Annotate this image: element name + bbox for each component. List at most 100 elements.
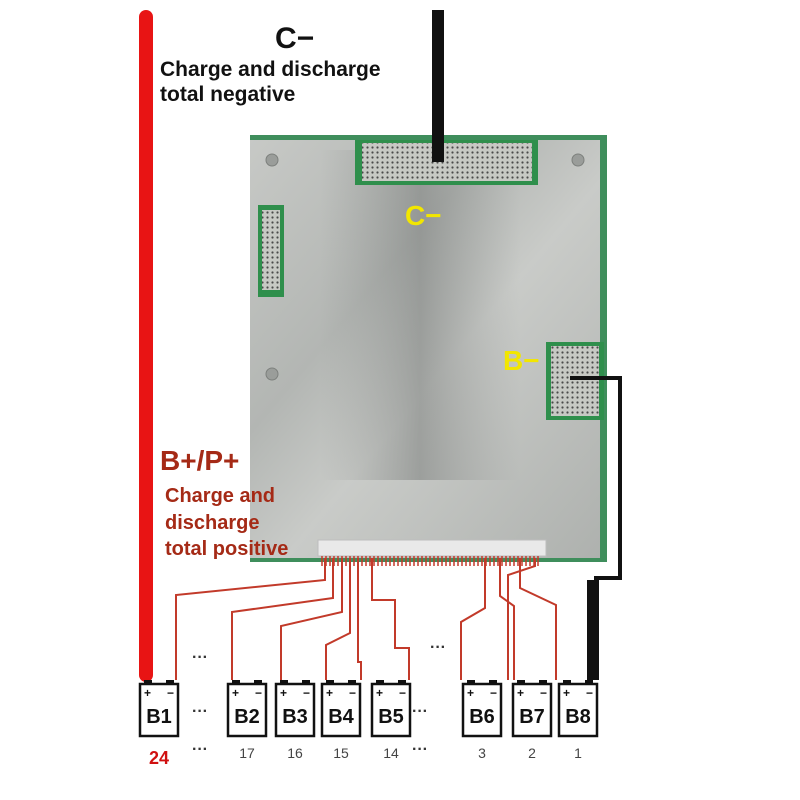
cell-terminal-negative (585, 680, 593, 685)
battery-cell-b4: + − B4 15 (320, 680, 362, 761)
cell-terminal-positive (517, 680, 525, 685)
b-plus-desc-line2: discharge (165, 512, 259, 534)
cell-name: B6 (469, 706, 495, 728)
cell-minus-sign: − (586, 686, 593, 700)
cell-terminal-positive (563, 680, 571, 685)
battery-cell-b1: + − B1 24 (138, 680, 180, 768)
cell-terminal-positive (280, 680, 288, 685)
negative-c-wire (432, 10, 444, 162)
cell-minus-sign: − (167, 686, 174, 700)
cell-minus-sign: − (399, 686, 406, 700)
battery-cell-b6: + − B6 3 (461, 680, 503, 761)
mount-hole-top-right (571, 153, 585, 167)
cell-index: 15 (333, 745, 349, 761)
cell-name: B7 (519, 706, 545, 728)
cell-terminal-positive (232, 680, 240, 685)
cell-terminal-positive (467, 680, 475, 685)
balance-connector-strip (317, 539, 547, 557)
cell-index: 24 (149, 748, 169, 768)
cell-name: B2 (234, 706, 260, 728)
bms-board (250, 135, 607, 562)
cell-plus-sign: + (144, 686, 151, 700)
cell-minus-sign: − (255, 686, 262, 700)
battery-cell-b7: + − B7 2 (511, 680, 553, 761)
balance-wire (325, 558, 351, 680)
cell-terminal-negative (539, 680, 547, 685)
battery-cell-b2: + − B2 17 (226, 680, 268, 761)
cell-terminal-positive (376, 680, 384, 685)
battery-cells: + − B1 24 + − B2 17 + − B3 16 + − B4 15 + − B5 14 + − B6 3 + − B7 2… (138, 680, 599, 768)
balance-wire (507, 558, 536, 680)
cell-body (511, 682, 553, 738)
battery-cell-b3: + − B3 16 (274, 680, 316, 761)
cell-minus-sign: − (490, 686, 497, 700)
cell-plus-sign: + (280, 686, 287, 700)
cell-plus-sign: + (563, 686, 570, 700)
negative-b-wire-lead (587, 580, 599, 680)
cell-terminal-negative (398, 680, 406, 685)
cell-name: B5 (378, 706, 404, 728)
cell-terminal-negative (348, 680, 356, 685)
mount-hole-bottom-left (265, 367, 279, 381)
balance-wire (519, 558, 557, 680)
cell-index: 16 (287, 745, 303, 761)
cell-body (274, 682, 316, 738)
balance-wire (231, 558, 334, 680)
ellipsis-cells-right: ··· (412, 703, 428, 720)
cell-index: 14 (383, 745, 399, 761)
balance-wire (175, 558, 326, 680)
cell-name: B8 (565, 706, 591, 728)
cell-body (320, 682, 362, 738)
ellipsis-index-left: ··· (192, 741, 208, 758)
cell-terminal-positive (144, 680, 152, 685)
cell-minus-sign: − (303, 686, 310, 700)
left-pad-holes (262, 210, 280, 290)
cell-index: 17 (239, 745, 255, 761)
ellipsis-cells-left: ··· (192, 703, 208, 720)
cell-plus-sign: + (376, 686, 383, 700)
cell-name: B4 (328, 706, 354, 728)
c-minus-desc-line2: total negative (160, 83, 295, 106)
cell-index: 3 (478, 745, 486, 761)
main-wires (139, 10, 622, 682)
c-minus-top-label: C− (275, 22, 314, 55)
c-minus-board-label: C− (405, 200, 442, 231)
c-minus-desc-line1: Charge and discharge (160, 58, 381, 81)
b-plus-label: B+/P+ (160, 445, 239, 476)
balance-wires (175, 556, 557, 680)
balance-wire (280, 558, 343, 680)
cell-terminal-negative (302, 680, 310, 685)
ellipsis-wires-left: ··· (192, 649, 208, 666)
cell-index: 2 (528, 745, 536, 761)
cell-plus-sign: + (326, 686, 333, 700)
cell-minus-sign: − (540, 686, 547, 700)
cell-body (370, 682, 412, 738)
b-plus-desc-line3: total positive (165, 538, 288, 560)
cell-plus-sign: + (467, 686, 474, 700)
cell-plus-sign: + (232, 686, 239, 700)
balance-wire (371, 558, 410, 680)
balance-wire (357, 558, 362, 680)
cell-body (461, 682, 503, 738)
ellipsis-index-right: ··· (412, 741, 428, 758)
cell-name: B3 (282, 706, 308, 728)
cell-index: 1 (574, 745, 582, 761)
cell-plus-sign: + (517, 686, 524, 700)
b-minus-pad-holes (551, 346, 599, 416)
c-minus-pad-holes (362, 143, 532, 181)
cell-name: B1 (146, 706, 172, 728)
battery-cell-b5: + − B5 14 (370, 680, 412, 761)
cell-body (557, 682, 599, 738)
cell-terminal-negative (489, 680, 497, 685)
b-plus-desc-line1: Charge and (165, 485, 275, 507)
cell-minus-sign: − (349, 686, 356, 700)
cell-body (226, 682, 268, 738)
positive-main-wire (139, 10, 153, 682)
ellipsis-wires-right: ··· (430, 639, 446, 656)
balance-wire (460, 558, 486, 680)
battery-cell-b8: + − B8 1 (557, 680, 599, 761)
cell-terminal-negative (254, 680, 262, 685)
cell-terminal-negative (166, 680, 174, 685)
